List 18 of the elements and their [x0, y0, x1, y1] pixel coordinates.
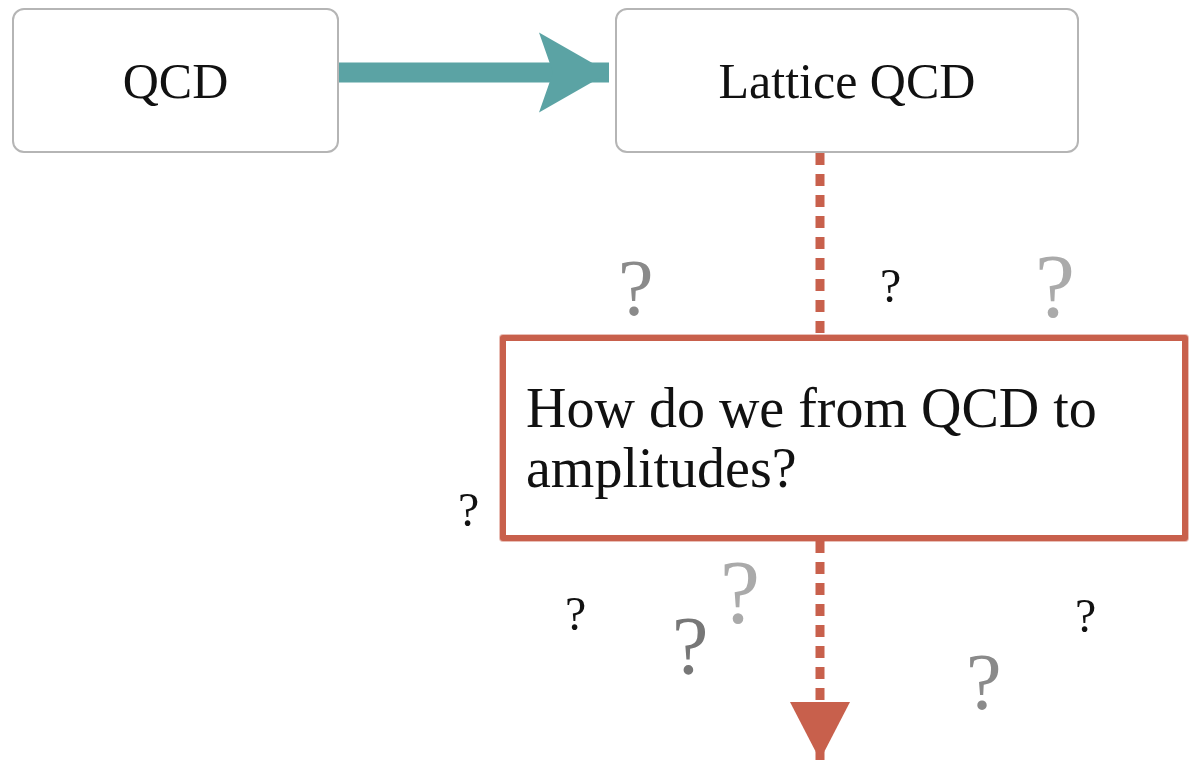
- node-text: How do we from QCD to amplitudes?: [526, 377, 1098, 499]
- question-mark: ?: [565, 590, 587, 638]
- question-mark: ?: [720, 548, 760, 638]
- dashed-arrow: [790, 541, 850, 760]
- node-text: QCD: [122, 51, 229, 110]
- process-box: [12, 8, 339, 153]
- question-mark: ?: [1035, 242, 1075, 332]
- thick-arrow: [339, 32, 609, 113]
- process-box: [615, 8, 1079, 153]
- question-mark: ?: [672, 605, 709, 687]
- node-text: Lattice QCD: [718, 51, 976, 110]
- question-mark: ?: [880, 262, 902, 310]
- question-mark: ?: [966, 642, 1002, 722]
- dashed-connector: [815, 153, 825, 335]
- question-mark: ?: [618, 248, 654, 328]
- question-mark: ?: [458, 486, 480, 534]
- question-box: [500, 335, 1188, 541]
- question-mark: ?: [1075, 592, 1097, 640]
